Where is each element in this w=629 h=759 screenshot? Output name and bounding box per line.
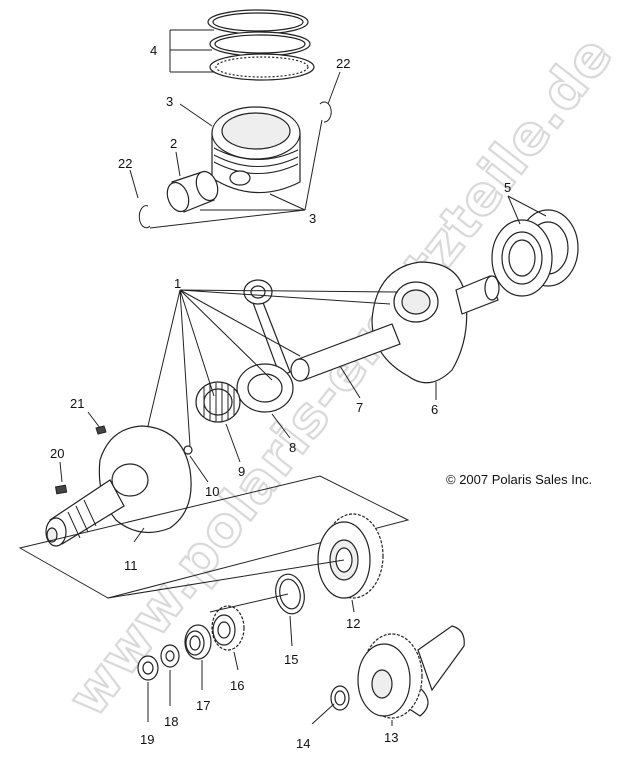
crankshaft-half-11 — [45, 425, 192, 547]
callout-2: 2 — [170, 136, 177, 151]
callout-7: 7 — [356, 400, 363, 415]
callout-21: 21 — [70, 396, 84, 411]
callout-12: 12 — [346, 616, 360, 631]
leader-lines-gears — [107, 559, 393, 726]
callout-22-left: 22 — [118, 156, 132, 171]
crank-pin-7 — [290, 323, 401, 382]
washer-10 — [183, 445, 193, 455]
piston-pin — [166, 170, 219, 213]
callout-13: 13 — [384, 730, 398, 745]
callout-14: 14 — [296, 736, 310, 751]
callout-6: 6 — [431, 402, 438, 417]
leader-lines-piston — [129, 29, 341, 229]
gear-12 — [317, 513, 384, 599]
callout-9: 9 — [238, 464, 245, 479]
callout-10: 10 — [205, 484, 219, 499]
washer-15 — [275, 573, 305, 615]
callout-11: 11 — [124, 558, 138, 573]
crankshaft-half-6 — [371, 261, 500, 384]
callout-4: 4 — [150, 43, 157, 58]
callout-19: 19 — [140, 732, 154, 747]
key-20 — [54, 484, 68, 495]
callout-8: 8 — [289, 440, 296, 455]
piston-rings — [207, 9, 315, 81]
callout-17: 17 — [196, 698, 210, 713]
washer-18 — [160, 644, 180, 668]
callout-1: 1 — [174, 276, 181, 291]
connecting-rod-8 — [236, 279, 294, 413]
circlip-left — [138, 205, 151, 229]
copyright-notice: © 2007 Polaris Sales Inc. — [446, 472, 592, 487]
key-21 — [95, 425, 107, 435]
piston — [211, 106, 301, 194]
balance-shaft-13 — [357, 625, 465, 719]
callout-15: 15 — [284, 652, 298, 667]
callout-18: 18 — [164, 714, 178, 729]
callout-16: 16 — [230, 678, 244, 693]
watermark: www.polaris-ersatzteile.de — [56, 24, 625, 728]
callout-3-bottom: 3 — [309, 211, 316, 226]
assembly-plate — [18, 475, 410, 599]
nut-17 — [184, 624, 212, 660]
gear-16 — [211, 605, 245, 651]
needle-bearing-9 — [195, 381, 241, 423]
circlip-right — [319, 101, 332, 123]
callout-5: 5 — [504, 180, 511, 195]
washer-14 — [330, 685, 350, 711]
callout-3-top: 3 — [166, 94, 173, 109]
leader-lines-crank — [59, 195, 547, 543]
callout-22-right: 22 — [336, 56, 350, 71]
callout-20: 20 — [50, 446, 64, 461]
bearing-5 — [491, 209, 579, 297]
nut-19 — [137, 655, 159, 681]
